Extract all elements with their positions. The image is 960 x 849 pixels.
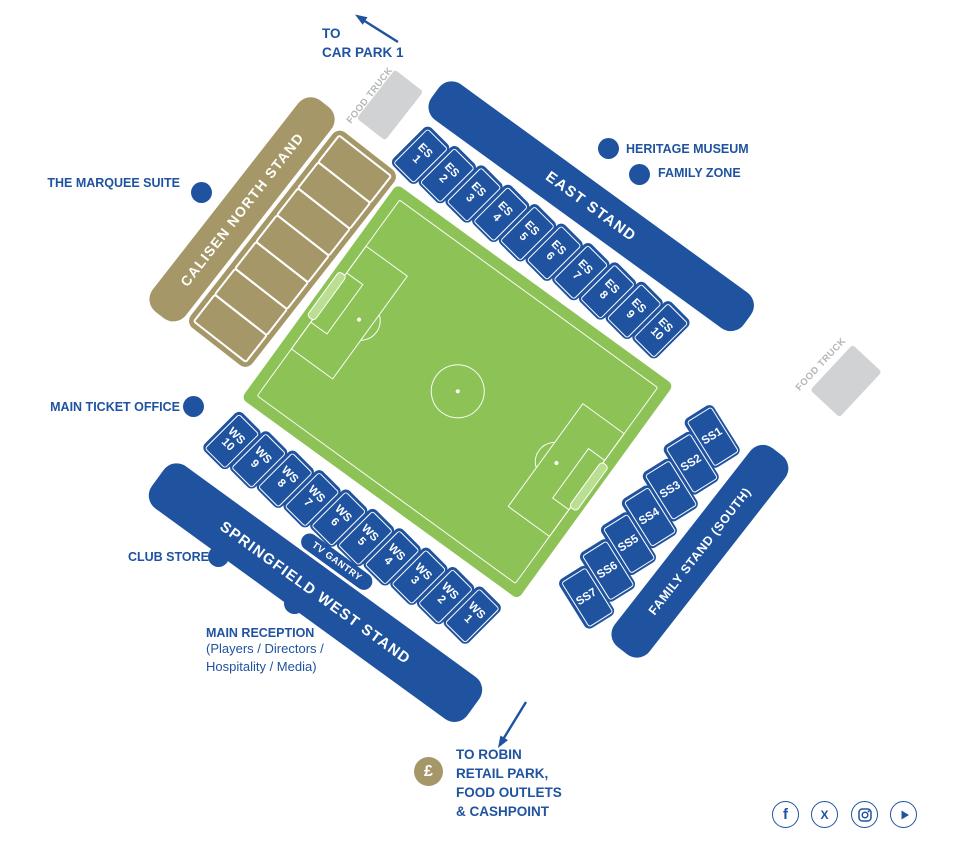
- retail-park-arrow-icon: [498, 701, 528, 748]
- heritage-museum-label: HERITAGE MUSEUM: [626, 142, 749, 156]
- family-zone-dot: [629, 164, 650, 185]
- food-truck: [356, 69, 424, 141]
- main-reception-subtitle: (Players / Directors / Hospitality / Med…: [206, 641, 324, 675]
- ticket-office-dot: [183, 396, 204, 417]
- play-video-icon[interactable]: [890, 801, 917, 828]
- marquee-suite-dot: [191, 182, 212, 203]
- retail-park-label: TO ROBIN RETAIL PARK, FOOD OUTLETS & CAS…: [456, 747, 562, 820]
- club-store-label: CLUB STORE: [127, 550, 209, 564]
- club-store-dot: [208, 546, 229, 567]
- pitch-halfway-line: [397, 184, 399, 186]
- cashpoint-icon: £: [414, 757, 443, 786]
- marquee-suite-label: THE MARQUEE SUITE: [47, 176, 180, 190]
- ticket-office-label: MAIN TICKET OFFICE: [50, 400, 180, 414]
- main-reception-title: MAIN RECEPTION: [206, 626, 315, 640]
- main-reception-dot: [284, 593, 305, 614]
- play-glyph: [901, 810, 909, 819]
- instagram-icon[interactable]: [851, 801, 878, 828]
- car-park-label: TO CAR PARK 1: [322, 26, 404, 61]
- car-park-arrow-icon: [355, 14, 399, 44]
- x-glyph: X: [820, 807, 829, 822]
- instagram-glyph: [857, 807, 872, 822]
- facebook-icon[interactable]: f: [772, 801, 799, 828]
- family-zone-label: FAMILY ZONE: [658, 166, 741, 180]
- x-twitter-icon[interactable]: X: [811, 801, 838, 828]
- heritage-museum-dot: [598, 138, 619, 159]
- facebook-glyph: f: [783, 806, 788, 823]
- main-reception-label: MAIN RECEPTION (Players / Directors / Ho…: [206, 626, 324, 676]
